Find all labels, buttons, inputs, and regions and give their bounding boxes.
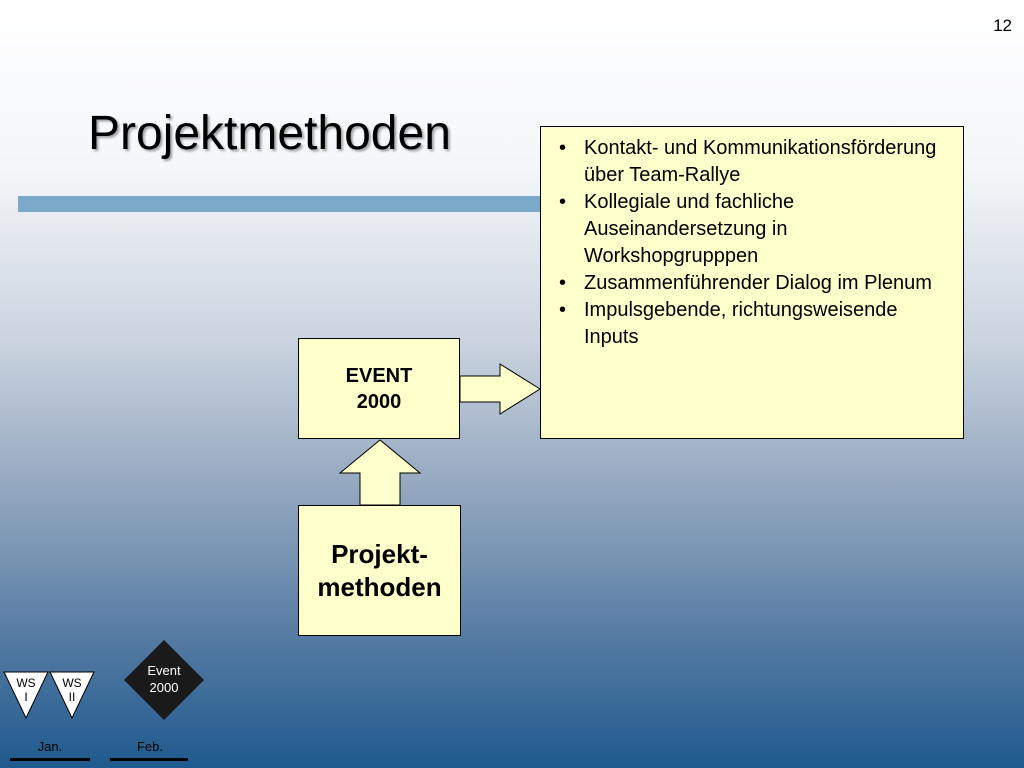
page-number: 12 xyxy=(993,16,1012,35)
bullet-item: Kontakt- und Kommunikationsförderung übe… xyxy=(551,135,951,189)
projektmethoden-box: Projekt- methoden xyxy=(298,505,461,636)
event-box-line2: 2000 xyxy=(356,390,402,413)
month-underline-jan xyxy=(10,758,90,761)
ws2-triangle-icon xyxy=(49,671,95,720)
bullet-list: Kontakt- und Kommunikationsförderung übe… xyxy=(551,135,951,351)
month-underline-feb xyxy=(110,758,188,761)
ws1-label: WS I xyxy=(16,676,36,704)
right-arrow-shape xyxy=(459,363,541,415)
bullet-item: Zusammenführender Dialog im Plenum xyxy=(551,270,951,297)
methods-box-line2: methoden xyxy=(317,571,442,602)
bullet-box: Kontakt- und Kommunikationsförderung übe… xyxy=(540,126,964,439)
title-underline-bar xyxy=(18,196,548,212)
bullet-item: Kollegiale und fachliche Auseinandersetz… xyxy=(551,189,951,270)
event-2000-box: EVENT 2000 xyxy=(298,338,460,439)
month-label-feb: Feb. xyxy=(136,739,163,754)
ws2-label: WS II xyxy=(62,676,82,704)
month-label-jan: Jan. xyxy=(37,739,63,754)
bullet-item: Impulsgebende, richtungsweisende Inputs xyxy=(551,297,951,351)
slide-title: Projektmethoden xyxy=(88,107,451,160)
event-diamond-label: Event 2000 xyxy=(147,663,181,695)
ws1-triangle-icon xyxy=(3,671,49,720)
event-diamond-icon xyxy=(124,640,204,720)
methods-box-line1: Projekt- xyxy=(331,538,428,569)
event-box-line1: EVENT xyxy=(345,364,413,387)
